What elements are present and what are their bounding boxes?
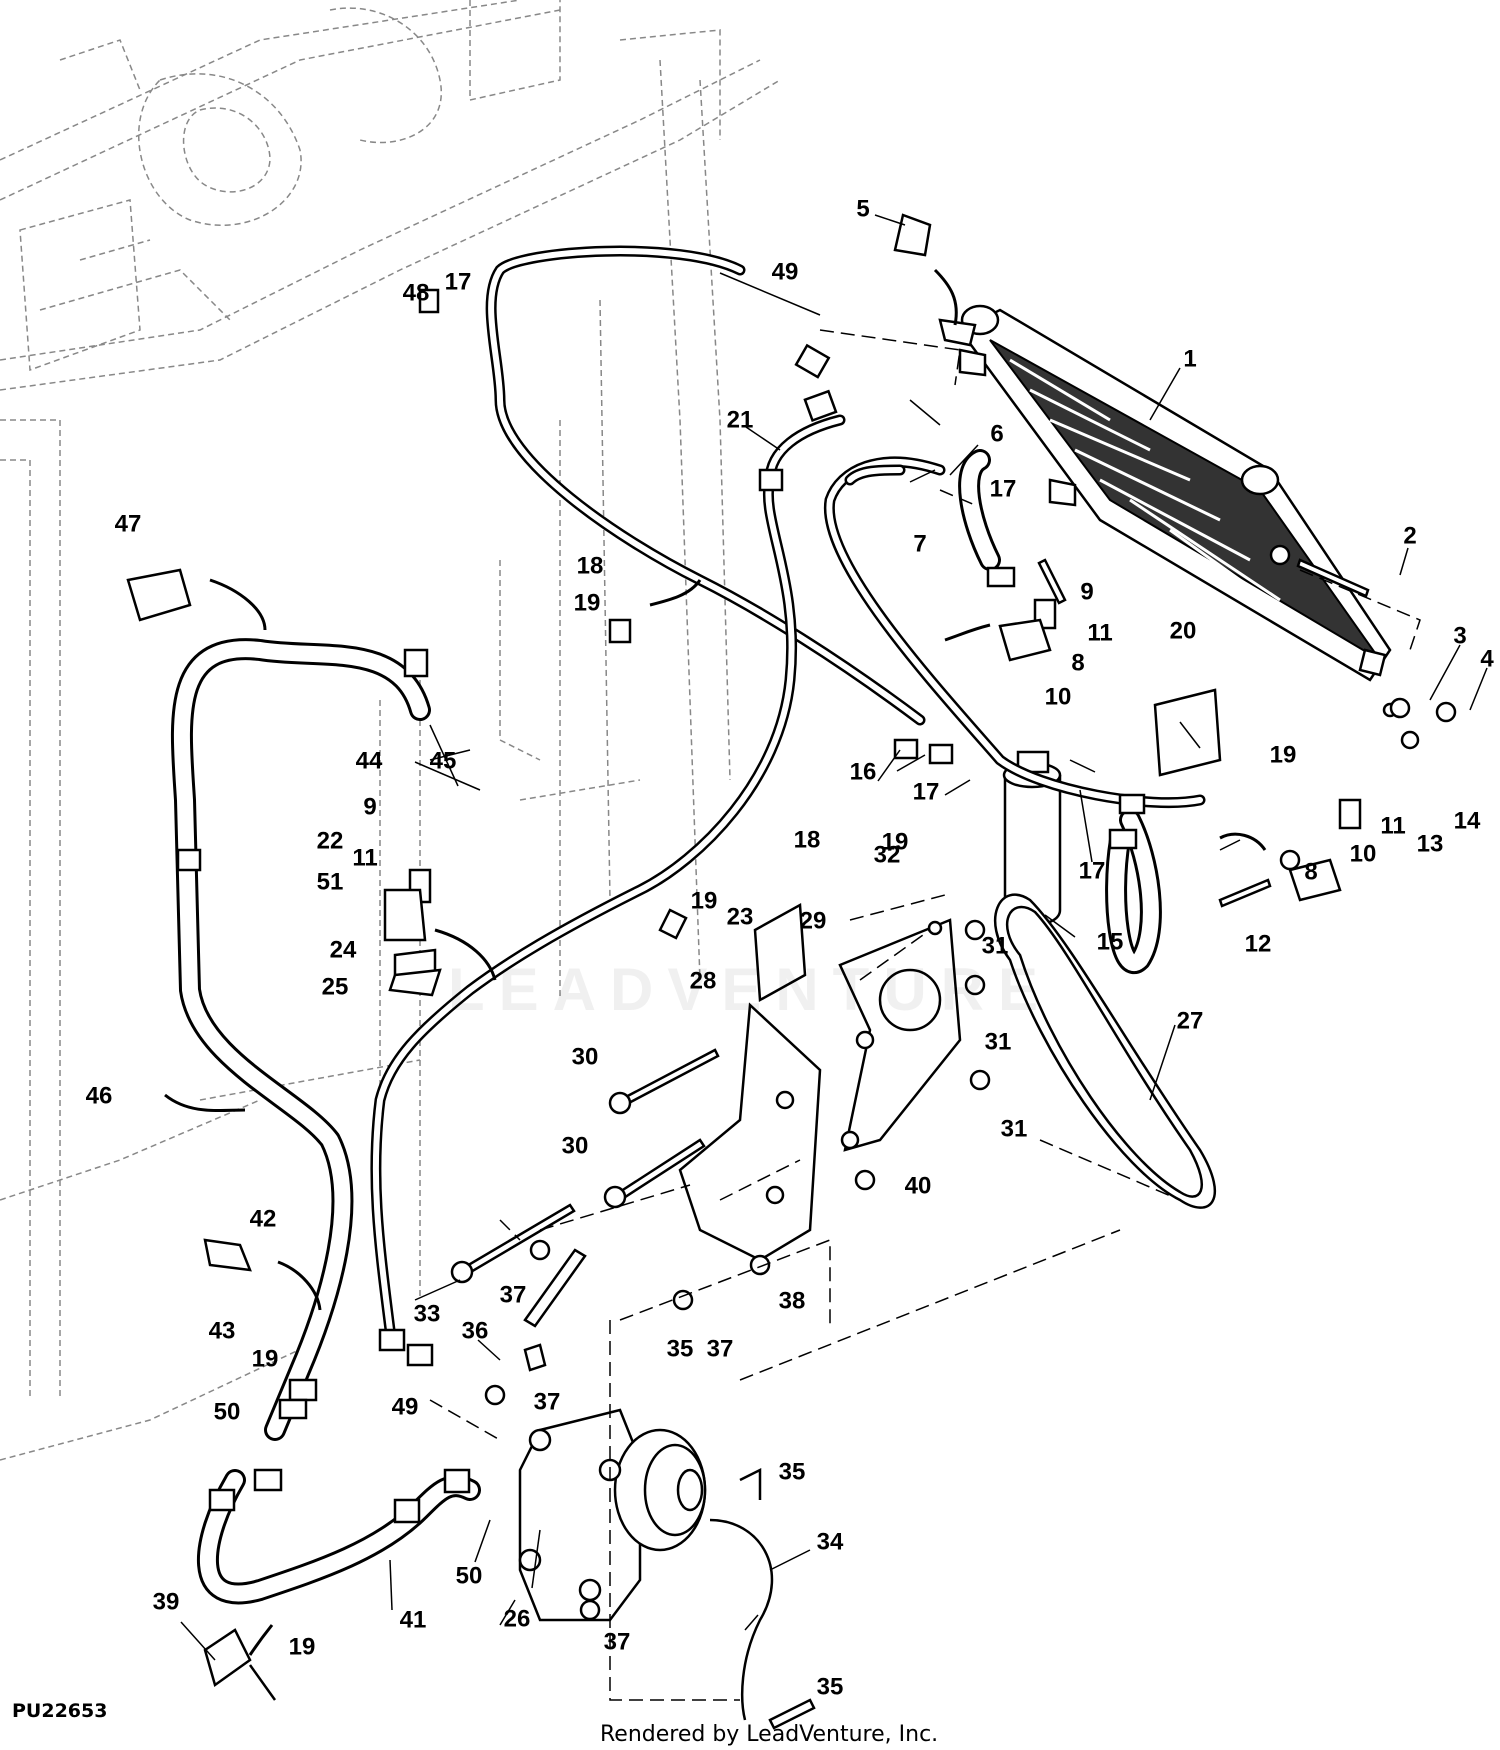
install-arrows <box>164 268 1267 1656</box>
callout-9b: 9 <box>363 793 376 820</box>
hose-drier-condenser <box>958 449 1162 974</box>
callout-19f: 19 <box>289 1633 316 1660</box>
hose-compressor-suction <box>196 1469 481 1605</box>
callout-17d: 17 <box>1079 857 1106 884</box>
callout-12: 12 <box>1245 930 1272 957</box>
condenser <box>938 304 1392 682</box>
callout-25: 25 <box>322 973 349 1000</box>
background-frame-ghost <box>0 0 781 1461</box>
callout-38: 38 <box>779 1287 806 1314</box>
callout-17b: 17 <box>990 475 1017 502</box>
callout-6: 6 <box>990 420 1003 447</box>
callout-43: 43 <box>209 1317 236 1344</box>
callout-39: 39 <box>153 1588 180 1615</box>
callout-35b: 35 <box>779 1458 806 1485</box>
callout-16: 16 <box>850 758 877 785</box>
callout-28: 28 <box>690 967 717 994</box>
callout-23: 23 <box>727 903 754 930</box>
callout-9a: 9 <box>1080 578 1093 605</box>
callout-42: 42 <box>250 1205 277 1232</box>
mounting-bracket <box>678 918 962 1262</box>
callout-24: 24 <box>330 936 357 963</box>
callout-31a: 31 <box>982 932 1009 959</box>
callout-3: 3 <box>1453 622 1466 649</box>
callout-19e: 19 <box>252 1345 279 1372</box>
watermark: LEADVENTURE <box>448 956 1052 1023</box>
callout-11c: 11 <box>352 844 377 871</box>
callout-19c: 19 <box>882 828 909 855</box>
callout-8b: 8 <box>1304 858 1317 885</box>
callout-37b: 37 <box>707 1335 734 1362</box>
callout-29: 29 <box>800 907 827 934</box>
callout-27: 27 <box>1177 1007 1204 1034</box>
callout-37c: 37 <box>534 1388 561 1415</box>
callout-18a: 18 <box>577 552 604 579</box>
callout-8a: 8 <box>1071 649 1084 676</box>
callout-33: 33 <box>414 1300 441 1327</box>
callout-36: 36 <box>462 1317 489 1344</box>
callout-21: 21 <box>727 406 754 433</box>
callout-11a: 11 <box>1087 619 1112 646</box>
figure-id: PU22653 <box>12 1700 108 1722</box>
callout-7: 7 <box>913 530 926 557</box>
callout-4: 4 <box>1480 645 1494 672</box>
drive-belt <box>993 893 1217 1209</box>
callout-13: 13 <box>1417 830 1444 857</box>
callout-35a: 35 <box>667 1335 694 1362</box>
callout-37a: 37 <box>500 1281 527 1308</box>
hose-rear-left <box>170 638 431 1441</box>
leader-lines <box>180 214 1488 1661</box>
callout-31c: 31 <box>1001 1115 1028 1142</box>
callout-45: 45 <box>430 747 457 774</box>
callout-5: 5 <box>856 195 869 222</box>
callout-labels: 1 2 3 4 5 6 7 8 8 9 9 10 10 11 11 11 12 … <box>86 195 1495 1700</box>
callout-41: 41 <box>400 1606 427 1633</box>
callout-15: 15 <box>1097 928 1124 955</box>
callout-22: 22 <box>317 827 344 854</box>
render-credit: Rendered by LeadVenture, Inc. <box>600 1722 939 1747</box>
callout-19b: 19 <box>1270 741 1297 768</box>
callout-14: 14 <box>1454 807 1481 834</box>
callout-26: 26 <box>504 1605 531 1632</box>
callout-51: 51 <box>317 868 344 895</box>
callout-35c: 35 <box>817 1673 844 1700</box>
callout-46: 46 <box>86 1082 113 1109</box>
callout-49b: 49 <box>392 1393 419 1420</box>
callout-50a: 50 <box>214 1398 241 1425</box>
callout-34: 34 <box>817 1528 844 1555</box>
tubes <box>370 245 1206 1336</box>
callout-10b: 10 <box>1350 840 1377 867</box>
callout-1: 1 <box>1183 345 1196 372</box>
callout-49a: 49 <box>772 258 799 285</box>
callout-17c: 17 <box>913 778 940 805</box>
callout-30a: 30 <box>572 1043 599 1070</box>
callout-30b: 30 <box>562 1132 589 1159</box>
callout-37d: 37 <box>604 1628 631 1655</box>
assembly-lines <box>429 329 1421 1701</box>
callout-2: 2 <box>1403 522 1416 549</box>
callout-19d: 19 <box>691 887 718 914</box>
callout-10a: 10 <box>1045 683 1072 710</box>
fittings <box>176 343 1146 1524</box>
callout-11b: 11 <box>1380 812 1405 839</box>
callout-48: 48 <box>403 279 430 306</box>
callout-40: 40 <box>905 1172 932 1199</box>
callout-19a: 19 <box>574 589 601 616</box>
compressor <box>518 1408 707 1622</box>
callout-20: 20 <box>1170 617 1197 644</box>
callout-18b: 18 <box>794 826 821 853</box>
callout-32: 32 <box>874 841 901 868</box>
callout-31b: 31 <box>985 1028 1012 1055</box>
callout-50b: 50 <box>456 1562 483 1589</box>
callout-47: 47 <box>115 510 142 537</box>
callout-17a: 17 <box>445 268 472 295</box>
callout-44: 44 <box>356 747 383 774</box>
